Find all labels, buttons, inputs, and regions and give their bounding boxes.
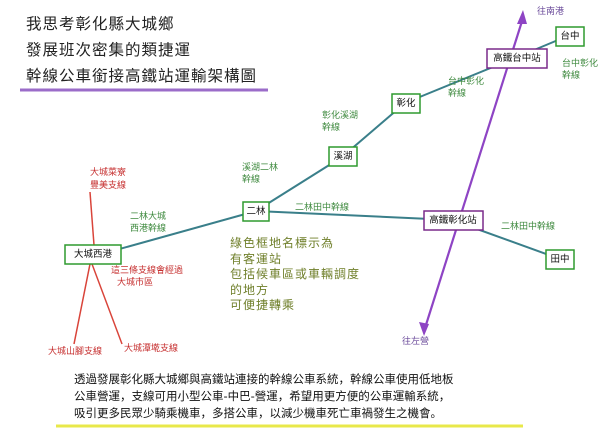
branch-shanjiao-label: 大城山腳支線 (48, 345, 102, 357)
route-taichung-changhua-right-label-1: 台中彰化 (562, 57, 598, 69)
description-line-1: 透過發展彰化縣大城鄉與高鐵站連接的幹線公車系統，幹線公車使用低地板 (74, 372, 454, 386)
route-changhua-xihu-label-2: 幹線 (322, 121, 340, 133)
branch-via-note-1: 這三條支線會經過 (111, 264, 183, 276)
hsr-line (423, 17, 525, 329)
station-hsr-taichung-label: 高鐵台中站 (493, 52, 541, 64)
station-xihu-label: 溪湖 (333, 150, 352, 162)
route-changhua-xihu-label-1: 彰化溪湖 (322, 109, 358, 121)
station-changhua: 彰化 (391, 93, 421, 114)
station-erlin: 二林 (242, 201, 270, 222)
route-xihu-erlin-label-2: 幹線 (242, 173, 260, 185)
title-line-1: 我思考彰化縣大城鄉 (26, 15, 175, 33)
description-line-2: 公車營運，支線可用小型公車-中巴-營運，希望用更方便的公車運輸系統， (74, 389, 451, 403)
trunk-erlin-xihu (255, 156, 343, 212)
route-erlin-dacheng-label-1: 二林大城 (130, 210, 166, 222)
branch-tanqing-label: 大城潭墘支線 (124, 342, 178, 354)
station-hsr-changhua: 高鐵彰化站 (423, 210, 484, 231)
legend-note: 綠色框地名標示為 有客運站 包括候車區或車輛調度 的地方 可便捷轉乘 (230, 236, 410, 314)
hsr-north-label: 往南港 (537, 5, 564, 17)
route-erlin-dacheng-label-2: 西港幹線 (130, 222, 166, 234)
branch-via-note-2: 大城市區 (117, 276, 153, 288)
description-line-3: 吸引更多民眾少騎乘機車，多搭公車，以減少機車死亡車禍發生之機會。 (74, 406, 442, 420)
route-erlin-tianzhong-right-label: 二林田中幹線 (501, 220, 555, 232)
title-line-2: 發展班次密集的類捷運 (26, 41, 192, 59)
route-erlin-tianzhong-label: 二林田中幹線 (295, 201, 349, 213)
branch-caiyuan-label-1: 大城菜寮 (90, 166, 126, 178)
station-taichung-label: 台中 (560, 30, 579, 42)
route-xihu-erlin-label-1: 溪湖二林 (242, 161, 278, 173)
station-tianzhong: 田中 (545, 249, 575, 270)
trunk-erlin-hsrch (255, 210, 453, 221)
legend-note-line-2: 有客運站 (230, 251, 283, 266)
description-text: 透過發展彰化縣大城鄉與高鐵站連接的幹線公車系統，幹線公車使用低地板 公車營運，支… (74, 371, 574, 422)
station-hsr-changhua-label: 高鐵彰化站 (429, 214, 477, 226)
legend-note-line-1: 綠色框地名標示為 (230, 236, 335, 250)
title-line-3: 幹線公車銜接高鐵站運輸架構圖 (26, 67, 258, 85)
legend-note-line-5: 可便捷轉乘 (230, 298, 296, 312)
branch-shanjiao-line (73, 263, 91, 345)
branch-caiyuan-label-2: 豐美支線 (90, 179, 126, 191)
station-hsr-taichung: 高鐵台中站 (486, 48, 548, 69)
station-taichung: 台中 (555, 26, 585, 47)
station-dacheng-xigang: 大城西港 (64, 244, 122, 265)
route-taichung-changhua-label-2: 幹線 (448, 87, 466, 99)
trunk-dacheng-erlin (97, 210, 257, 256)
hsr-south-label: 往左營 (402, 335, 429, 347)
route-taichung-changhua-right-label-2: 幹線 (562, 69, 580, 81)
legend-note-line-3: 包括候車區或車輛調度 (230, 267, 361, 281)
station-tianzhong-label: 田中 (550, 253, 569, 265)
station-dacheng-xigang-label: 大城西港 (74, 248, 113, 260)
branch-caiyuan-line (89, 191, 95, 246)
branch-tanqing-line (91, 263, 123, 345)
station-changhua-label: 彰化 (396, 97, 416, 109)
hsr-south-arrow (419, 322, 429, 336)
hsr-north-arrow (517, 10, 527, 24)
route-taichung-changhua-label-1: 台中彰化 (448, 75, 484, 87)
legend-note-line-4: 的地方 (230, 282, 270, 297)
station-xihu: 溪湖 (328, 146, 358, 167)
station-erlin-label: 二林 (246, 205, 266, 217)
